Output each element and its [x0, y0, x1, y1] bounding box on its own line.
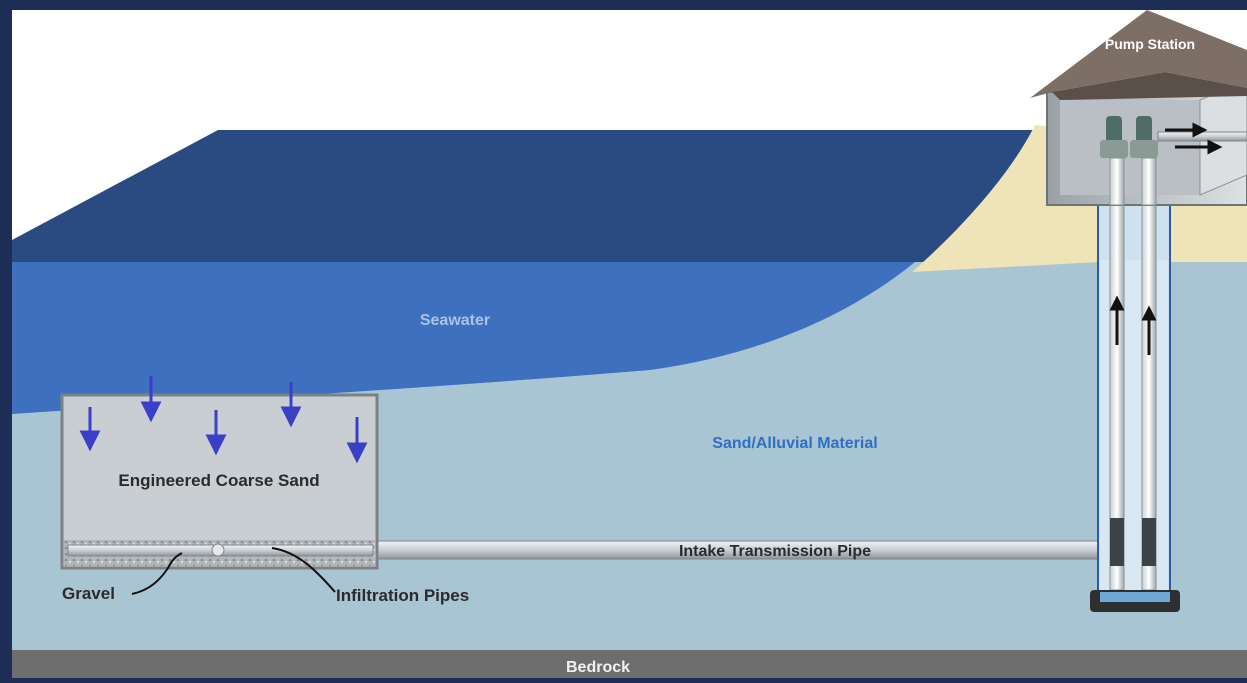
- down-arrow: [280, 382, 302, 428]
- down-arrow: [346, 417, 368, 464]
- well-base-inner: [1100, 592, 1170, 602]
- gravel-label: Gravel: [62, 584, 115, 603]
- down-arrow: [205, 410, 227, 456]
- pump-column-right: [1141, 157, 1157, 206]
- pump-station-label: Pump Station: [1105, 36, 1195, 52]
- seawater-label: Seawater: [420, 312, 490, 329]
- gravel-leader-line: [131, 552, 183, 595]
- engineered-sand-basin: [60, 393, 379, 570]
- sand-alluvial-label: Sand/Alluvial Material: [712, 435, 877, 452]
- pump-screen-left: [1110, 518, 1124, 566]
- pump-screen-right: [1142, 518, 1156, 566]
- infiltration-pipes-label: Infiltration Pipes: [336, 586, 469, 605]
- pump-column-left: [1109, 157, 1125, 206]
- seawater-body: [12, 262, 915, 414]
- intake-pipe-label: Intake Transmission Pipe: [679, 543, 871, 560]
- bedrock-label: Bedrock: [566, 659, 630, 676]
- infiltration-arrows: [79, 376, 368, 464]
- infiltration-pipes-leader-line: [271, 547, 336, 593]
- sea-surface: [12, 130, 1035, 262]
- pump-motor-right: [1130, 140, 1158, 158]
- engineered-sand-label: Engineered Coarse Sand: [118, 471, 319, 490]
- infiltration-pipe-end: [211, 543, 225, 557]
- pump-motor-left: [1100, 140, 1128, 158]
- bedrock-layer: [12, 650, 1247, 678]
- pump-station-roof: [1030, 10, 1247, 98]
- discharge-pipe: [1157, 131, 1247, 142]
- down-arrow: [140, 376, 162, 423]
- down-arrow: [79, 407, 101, 452]
- pump-station-roof-shadow: [1052, 72, 1247, 100]
